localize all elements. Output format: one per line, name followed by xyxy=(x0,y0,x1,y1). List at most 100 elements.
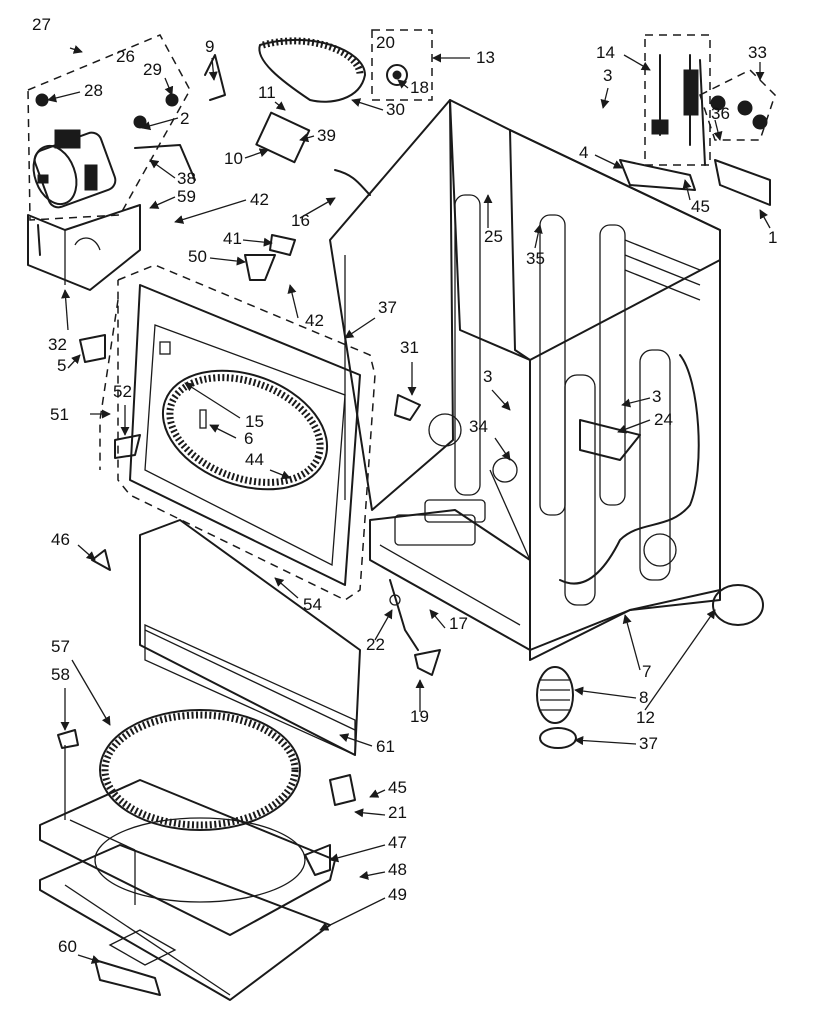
callout-label: 3 xyxy=(483,367,492,386)
leader-line xyxy=(149,159,176,179)
leader-line xyxy=(209,424,237,439)
callout-label: 21 xyxy=(388,803,407,822)
callout-label: 15 xyxy=(245,412,264,431)
leader-line xyxy=(274,577,299,599)
callout-label: 18 xyxy=(410,78,429,97)
leader-line xyxy=(644,609,716,711)
callout-label: 47 xyxy=(388,833,407,852)
motor xyxy=(32,129,117,209)
leader-line xyxy=(617,419,651,434)
callout-label: 60 xyxy=(58,937,77,956)
callout-label: 46 xyxy=(51,530,70,549)
callout-label: 50 xyxy=(188,247,207,266)
leader-line xyxy=(600,87,610,109)
leader-line xyxy=(397,79,409,89)
callout-label: 26 xyxy=(116,47,135,66)
leader-line xyxy=(621,397,651,408)
callout-label: 38 xyxy=(177,169,196,188)
callout-label: 4 xyxy=(579,143,588,162)
callout-label: 27 xyxy=(32,15,51,34)
callout-label: 49 xyxy=(388,885,407,904)
callout-label: 30 xyxy=(386,100,405,119)
callout-label: 39 xyxy=(317,126,336,145)
front-panel xyxy=(129,284,361,586)
callout-label: 28 xyxy=(84,81,103,100)
callout-label: 32 xyxy=(48,335,67,354)
callout-label: 37 xyxy=(639,734,658,753)
leader-line xyxy=(149,196,176,209)
callout-label: 52 xyxy=(113,382,132,401)
leader-line xyxy=(184,382,241,419)
leader-line xyxy=(491,389,511,411)
callout-label: 1 xyxy=(768,228,777,247)
callout-label: 44 xyxy=(245,450,264,469)
leader-line xyxy=(374,609,393,641)
leader-line xyxy=(244,148,269,159)
leader-line xyxy=(274,101,286,111)
callout-label: 34 xyxy=(469,417,488,436)
leader-line xyxy=(682,179,692,201)
callout-label: 19 xyxy=(410,707,429,726)
callout-label: 59 xyxy=(177,187,196,206)
leader-line xyxy=(141,117,179,131)
callout-label: 17 xyxy=(449,614,468,633)
callout-label: 9 xyxy=(205,37,214,56)
leader-line xyxy=(533,224,543,249)
door-assembly xyxy=(39,709,336,1001)
callout-label: 12 xyxy=(636,708,655,727)
leader-line xyxy=(242,237,273,247)
leader-line xyxy=(299,133,315,143)
callout-label: 58 xyxy=(51,665,70,684)
leader-line xyxy=(71,659,111,726)
leader-line xyxy=(344,317,376,339)
leader-line xyxy=(77,954,101,964)
leader-line xyxy=(47,91,81,103)
leader-line xyxy=(429,609,446,629)
leader-line xyxy=(339,733,373,747)
callout-label: 42 xyxy=(250,190,269,209)
callout-label: 7 xyxy=(642,662,651,681)
callout-label: 24 xyxy=(654,410,673,429)
callout-label: 20 xyxy=(376,33,395,52)
callout-label: 8 xyxy=(639,688,648,707)
leader-line xyxy=(574,735,637,746)
callout-label: 13 xyxy=(476,48,495,67)
leader-line xyxy=(369,789,386,798)
callout-label: 33 xyxy=(748,43,767,62)
callout-label: 45 xyxy=(691,197,710,216)
leader-line xyxy=(329,844,386,863)
leader-line xyxy=(164,77,174,96)
toe-panel xyxy=(139,519,361,757)
leader-line xyxy=(623,54,651,71)
callout-label: 14 xyxy=(596,43,615,62)
callout-label: 45 xyxy=(388,778,407,797)
leader-line xyxy=(713,119,723,141)
leader-line xyxy=(209,256,246,266)
motor-bracket xyxy=(27,204,141,291)
leader-line xyxy=(174,199,247,224)
leader-line xyxy=(759,209,771,229)
callout-label: 57 xyxy=(51,637,70,656)
callout-label: 11 xyxy=(258,83,276,102)
leader-line xyxy=(299,197,336,219)
leader-line xyxy=(574,686,637,699)
callout-label: 37 xyxy=(378,298,397,317)
callout-label: 36 xyxy=(711,104,730,123)
callout-label: 5 xyxy=(57,356,66,375)
callout-label: 25 xyxy=(484,227,503,246)
leader-line xyxy=(269,469,291,480)
leader-line xyxy=(69,45,83,54)
leader-line xyxy=(67,354,81,369)
callout-label: 41 xyxy=(223,229,242,248)
callout-label: 48 xyxy=(388,860,407,879)
callout-label: 29 xyxy=(143,60,162,79)
callout-label: 3 xyxy=(603,66,612,85)
leader-line xyxy=(594,154,623,169)
leader-line xyxy=(494,437,511,461)
leader-line xyxy=(359,870,386,880)
callout-label: 61 xyxy=(376,737,395,756)
leader-line xyxy=(319,897,386,931)
